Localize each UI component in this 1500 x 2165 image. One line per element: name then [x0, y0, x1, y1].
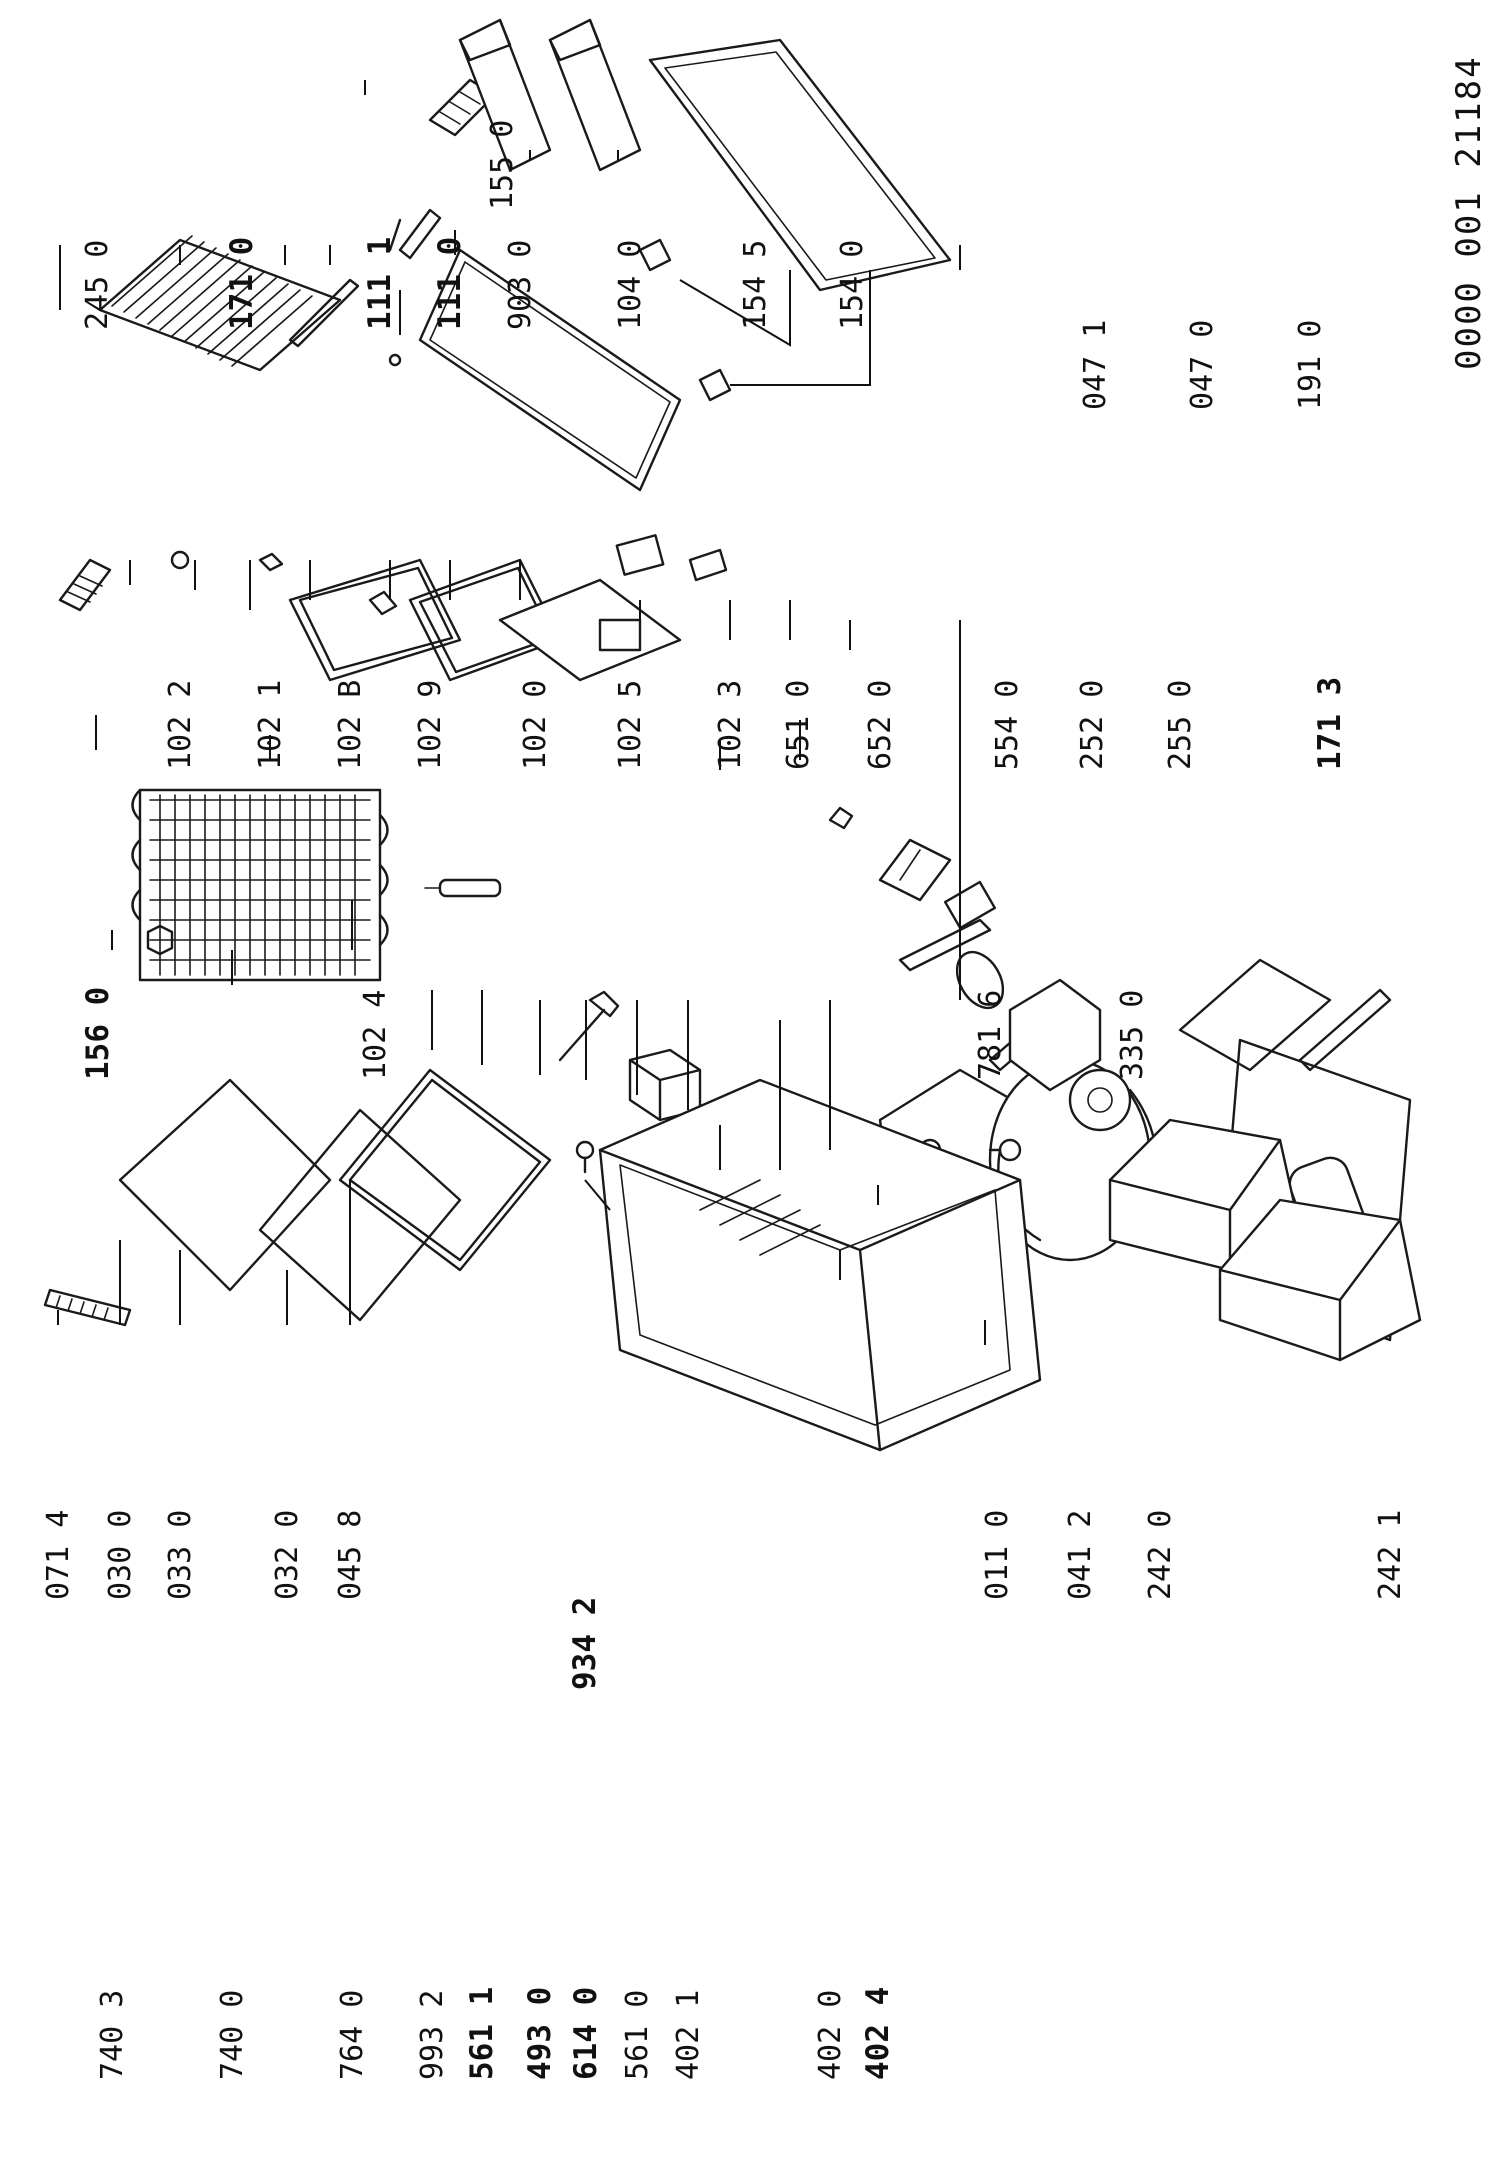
control-housing	[1008, 978, 1102, 1092]
condenser-clip	[146, 924, 174, 956]
light-switch	[943, 880, 997, 930]
label-242-0: 242 0	[1143, 1510, 1178, 1600]
label-111-0: 111 0	[432, 237, 468, 330]
label-191-0: 191 0	[1293, 320, 1328, 410]
door-pin	[388, 218, 402, 252]
label-045-8: 045 8	[333, 1510, 368, 1600]
label-402-1: 402 1	[671, 1990, 706, 2080]
label-402-4: 402 4	[860, 1987, 896, 2080]
freezer-door-panel	[288, 558, 462, 682]
freezer-compartment	[498, 578, 682, 682]
label-171-3: 171 3	[1312, 677, 1348, 770]
label-402-0: 402 0	[813, 1990, 848, 2080]
label-111-1: 111 1	[362, 237, 398, 330]
label-245-0: 245 0	[80, 240, 115, 330]
label-102-3: 102 3	[713, 680, 748, 770]
label-071-4: 071 4	[41, 1510, 76, 1600]
door-handle-bracket	[368, 590, 398, 616]
crisper-drawer-lower	[1218, 1198, 1422, 1362]
label-102-1: 102 1	[253, 680, 288, 770]
label-102-0: 102 0	[518, 680, 553, 770]
upper-hinge	[638, 238, 672, 272]
cabinet-body	[598, 1078, 1042, 1452]
freezer-door	[418, 248, 682, 492]
label-554-0: 554 0	[990, 680, 1025, 770]
document-number: 0000 001 21184	[1449, 55, 1489, 370]
label-652-0: 652 0	[863, 680, 898, 770]
wire-shelf	[98, 235, 342, 372]
filter-drier	[424, 878, 502, 898]
label-047-0: 047 0	[1185, 320, 1220, 410]
label-781-6: 781 6	[973, 990, 1008, 1080]
ice-tray	[58, 558, 112, 612]
label-102-8: 102 B	[333, 680, 368, 770]
shelf-frame	[338, 1068, 552, 1272]
label-041-2: 041 2	[1063, 1510, 1098, 1600]
label-252-0: 252 0	[1075, 680, 1110, 770]
leader-lines	[57, 80, 986, 1345]
top-cover-panel	[118, 1078, 332, 1292]
label-033-0: 033 0	[163, 1510, 198, 1600]
thermostat-knob	[828, 806, 854, 830]
label-154-0: 154 0	[835, 240, 870, 330]
label-335-0: 335 0	[1115, 990, 1150, 1080]
leveling-foot	[988, 1138, 1022, 1162]
part-labels: 740 3 740 0 764 0 993 2 561 1 493 0 614 …	[41, 55, 1489, 2080]
door-bin-lower	[548, 18, 642, 172]
label-740-3: 740 3	[95, 1990, 130, 2080]
lower-hinge	[698, 368, 732, 402]
label-154-5: 154 5	[738, 240, 773, 330]
label-030-0: 030 0	[103, 1510, 138, 1600]
hinge-pin-top	[575, 1140, 595, 1174]
label-764-0: 764 0	[335, 1990, 370, 2080]
label-032-0: 032 0	[270, 1510, 305, 1600]
freezer-hinge	[688, 548, 728, 582]
freezer-knob	[170, 550, 190, 570]
lamp-cover	[955, 950, 1005, 1010]
label-104-0: 104 0	[613, 240, 648, 330]
label-011-0: 011 0	[980, 1510, 1015, 1600]
label-047-1: 047 1	[1078, 320, 1113, 410]
thermostat-sensor	[558, 990, 620, 1062]
label-155-0: 155 0	[485, 120, 520, 210]
freezer-flap	[615, 534, 665, 576]
condenser-coil	[131, 788, 389, 982]
label-156-0: 156 0	[80, 987, 116, 1080]
glass-shelf	[258, 1108, 462, 1322]
door-pin-screw	[388, 353, 402, 367]
shelf-trim-strip	[288, 278, 360, 348]
label-102-4: 102 4	[358, 990, 393, 1080]
label-651-0: 651 0	[781, 680, 816, 770]
shelf-support-rail	[898, 918, 992, 972]
label-993-2: 993 2	[415, 1990, 450, 2080]
label-242-1: 242 1	[1373, 1510, 1408, 1600]
label-561-0: 561 0	[620, 1990, 655, 2080]
label-102-9: 102 9	[413, 680, 448, 770]
label-740-0: 740 0	[215, 1990, 250, 2080]
thermostat	[878, 838, 952, 902]
label-903-0: 903 0	[503, 240, 538, 330]
label-493-0: 493 0	[522, 1987, 558, 2080]
label-614-0: 614 0	[568, 1987, 604, 2080]
shelf-trim	[1298, 988, 1392, 1072]
door-bin-upper	[458, 18, 552, 172]
freezer-catch	[258, 552, 284, 572]
label-934-2: 934 2	[567, 1597, 603, 1690]
fan-assembly	[1068, 1068, 1132, 1132]
label-171-0: 171 0	[224, 237, 260, 330]
bottom-shelf-glass	[1178, 958, 1332, 1072]
label-102-5: 102 5	[613, 680, 648, 770]
door-gasket	[648, 38, 952, 292]
label-561-1: 561 1	[464, 1987, 500, 2080]
relay-block	[628, 1048, 702, 1122]
door-handle	[398, 208, 442, 260]
label-255-0: 255 0	[1163, 680, 1198, 770]
fan-grille	[43, 1288, 132, 1327]
label-102-2: 102 2	[163, 680, 198, 770]
